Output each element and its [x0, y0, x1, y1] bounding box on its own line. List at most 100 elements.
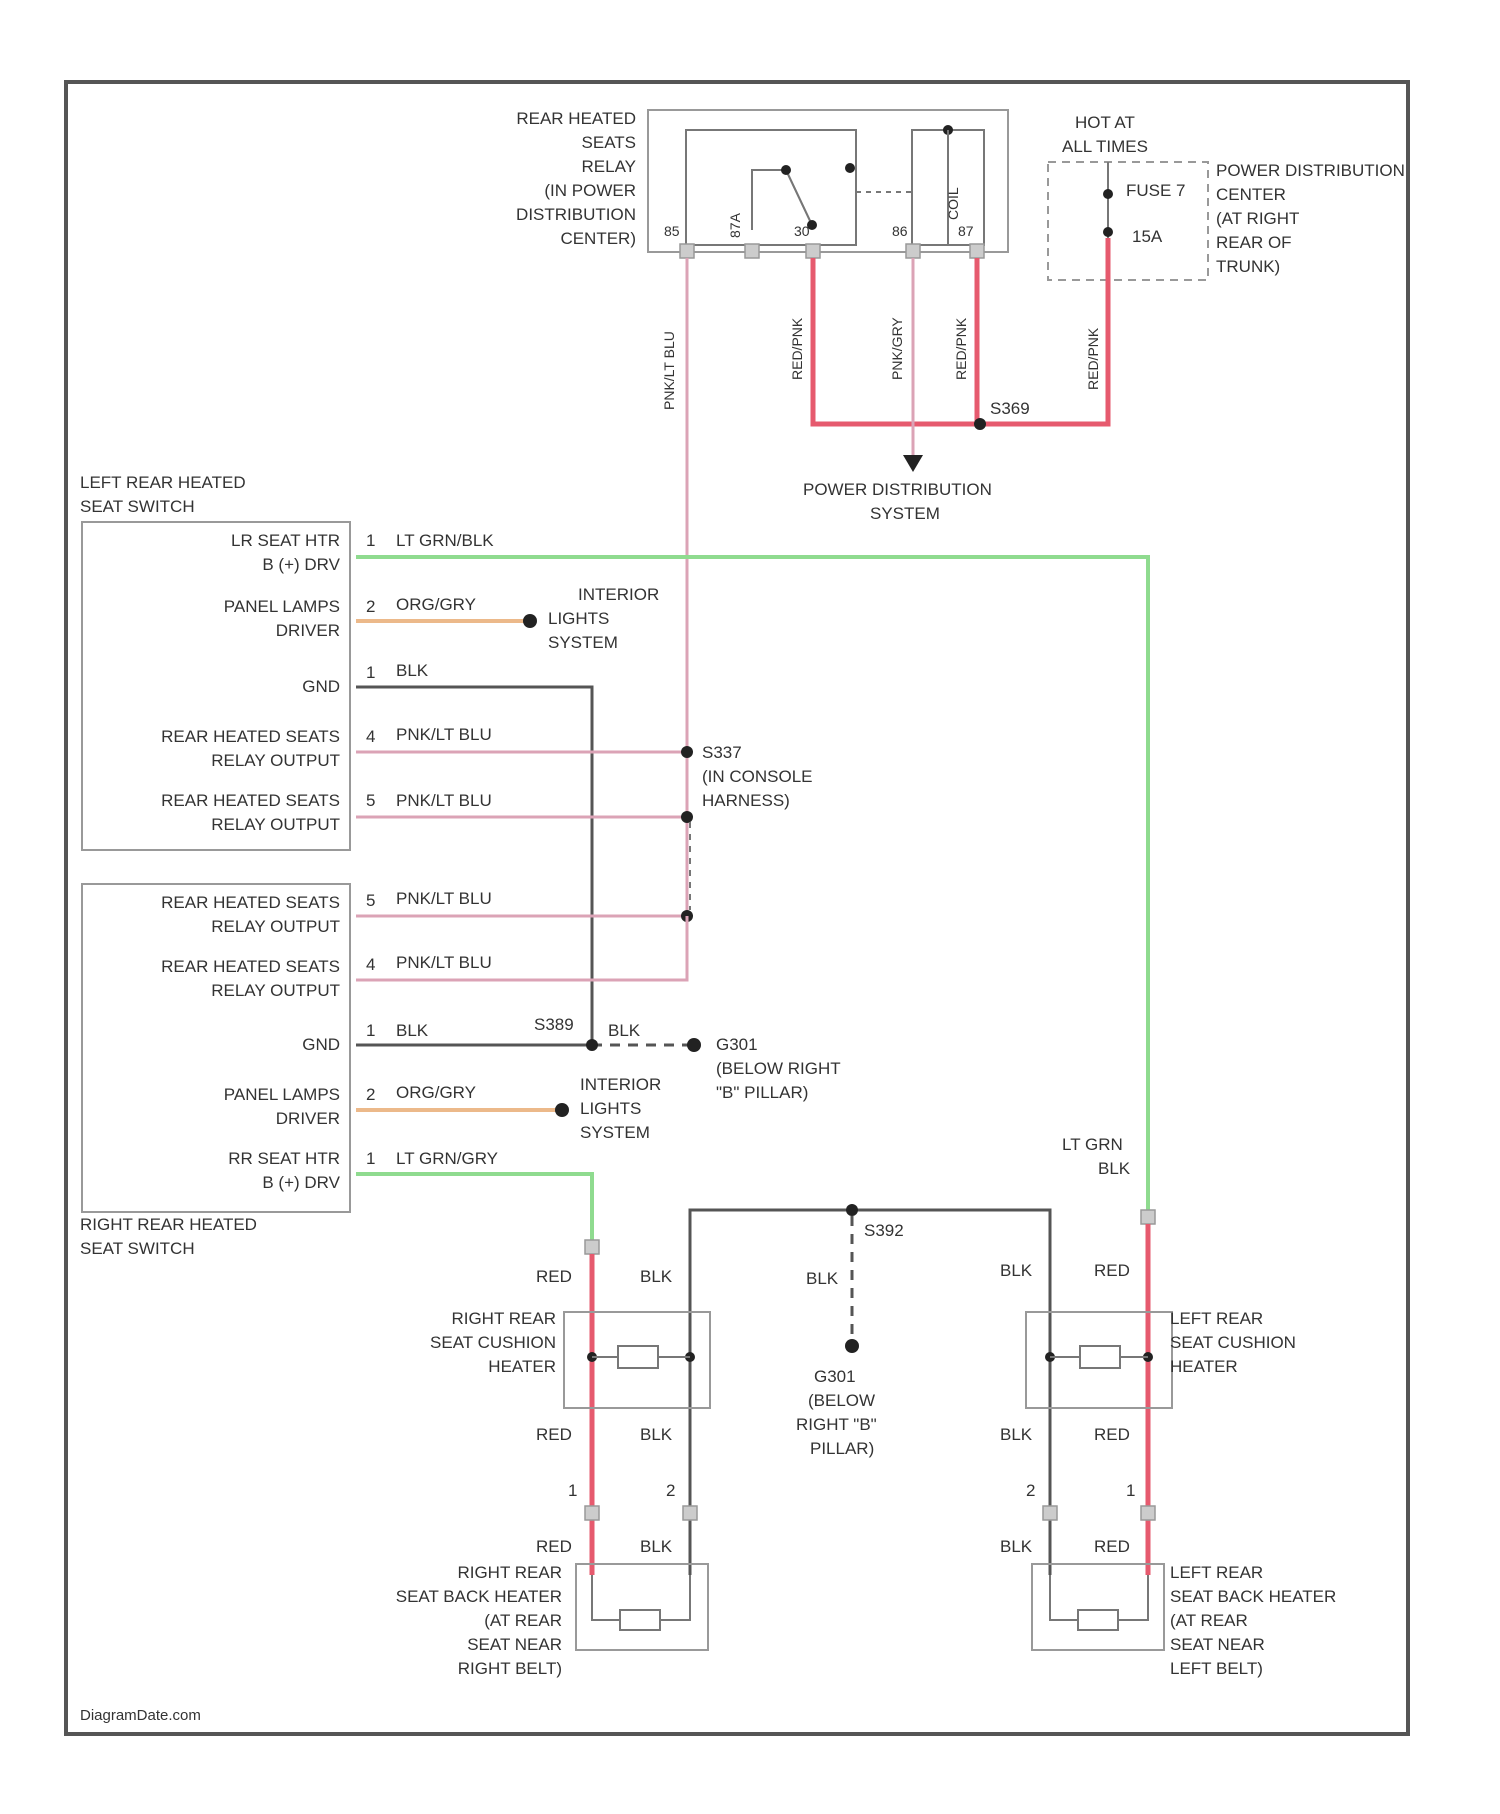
left-rear-heated-seat-switch: LEFT REAR HEATED SEAT SWITCH LR SEAT HTR… — [80, 473, 375, 850]
fuse-name: FUSE 7 — [1126, 181, 1186, 200]
hot-label-line: HOT AT — [1075, 113, 1135, 132]
right-switch-pin: 1 — [366, 1149, 375, 1168]
hot-label-line: ALL TIMES — [1062, 137, 1148, 156]
wire-label-red: RED — [536, 1267, 572, 1286]
ground-label-g301: (BELOW RIGHT — [716, 1059, 841, 1078]
wire-label-blk: BLK — [1000, 1425, 1033, 1444]
relay-pin-30: 30 — [794, 223, 810, 239]
left-switch-pin: 1 — [366, 531, 375, 550]
wire-label-blk: BLK — [640, 1537, 673, 1556]
wire-label-pnk-lt-blu: PNK/LT BLU — [661, 331, 677, 410]
ground-label-g301-b: G301 — [814, 1367, 856, 1386]
pdc-dashed-box — [1048, 162, 1208, 280]
heater-label-line: LEFT BELT) — [1170, 1659, 1263, 1678]
connector-pin — [1141, 1210, 1155, 1224]
heater-label-line: SEAT NEAR — [467, 1635, 562, 1654]
relay-pin-87: 87 — [958, 223, 974, 239]
relay-contact-arm — [786, 170, 812, 225]
relay-coil-label: COIL — [945, 187, 961, 220]
connector-pin — [1043, 1506, 1057, 1520]
relay-box — [648, 110, 1008, 252]
wire-label-org-gry: ORG/GRY — [396, 1083, 476, 1102]
interior-lights-label: SYSTEM — [580, 1123, 650, 1142]
right-switch-title-line: RIGHT REAR HEATED — [80, 1215, 257, 1234]
wire-right-htr-lt-grn-gry — [356, 1174, 592, 1240]
heater-label-line: LEFT REAR — [1170, 1309, 1263, 1328]
heater-label-line: RIGHT REAR — [451, 1309, 556, 1328]
wire-left-htr-lt-grn-blk — [356, 557, 1148, 1210]
arrow-down-icon — [903, 455, 923, 472]
relay-label-line: REAR HEATED — [516, 109, 636, 128]
wire-label-red-pnk-3: RED/PNK — [1085, 327, 1101, 390]
heater-label-line: SEAT CUSHION — [1170, 1333, 1296, 1352]
heater-label-line: HEATER — [488, 1357, 556, 1376]
right-switch-row-label: RELAY OUTPUT — [211, 981, 340, 1000]
pdc-label-line: POWER DISTRIBUTION — [1216, 161, 1405, 180]
right-switch-pin: 4 — [366, 955, 375, 974]
left-rear-seat-back-heater: LEFT REAR SEAT BACK HEATER (AT REAR SEAT… — [1032, 1563, 1336, 1678]
interior-lights-label: LIGHTS — [548, 609, 609, 628]
wire-label-blk: BLK — [1000, 1261, 1033, 1280]
relay-contact-point — [781, 165, 791, 175]
ground-label-g301: "B" PILLAR) — [716, 1083, 808, 1102]
heater-element — [1050, 1575, 1078, 1620]
right-rear-seat-back-heater: RIGHT REAR SEAT BACK HEATER (AT REAR SEA… — [396, 1563, 708, 1678]
splice-label-s337: HARNESS) — [702, 791, 790, 810]
connector-pin — [585, 1240, 599, 1254]
connector-pin-number: 2 — [666, 1481, 675, 1500]
wire-label-pnk-lt-blu: PNK/LT BLU — [396, 889, 492, 908]
relay-label-line: DISTRIBUTION — [516, 205, 636, 224]
relay-label-line: SEATS — [582, 133, 636, 152]
right-switch-row-label: B (+) DRV — [262, 1173, 340, 1192]
wire-label-lt-grn-gry: LT GRN/GRY — [396, 1149, 498, 1168]
splice-label-s389: S389 — [534, 1015, 574, 1034]
splice-label-s369: S369 — [990, 399, 1030, 418]
left-switch-pin: 1 — [366, 663, 375, 682]
wire-label-pnk-lt-blu: PNK/LT BLU — [396, 791, 492, 810]
pdc-label-line: REAR OF — [1216, 233, 1292, 252]
wire-label-pnk-gry: PNK/GRY — [889, 317, 905, 380]
wire-label-lt-grn-blk: BLK — [1098, 1159, 1131, 1178]
wire-label-blk: BLK — [806, 1269, 839, 1288]
right-switch-pin: 5 — [366, 891, 375, 910]
right-switch-row-label: RR SEAT HTR — [228, 1149, 340, 1168]
heater-label-line: SEAT BACK HEATER — [1170, 1587, 1336, 1606]
splice-s369 — [974, 418, 986, 430]
splice-label-s337: S337 — [702, 743, 742, 762]
heater-box — [576, 1564, 708, 1650]
interior-lights-label: LIGHTS — [580, 1099, 641, 1118]
relay-pin-87a: 87A — [727, 212, 743, 238]
left-switch-row-label: B (+) DRV — [262, 555, 340, 574]
heater-label-line: HEATER — [1170, 1357, 1238, 1376]
left-switch-row-label: PANEL LAMPS — [224, 597, 340, 616]
heater-label-line: SEAT NEAR — [1170, 1635, 1265, 1654]
wire-label-blk: BLK — [640, 1267, 673, 1286]
pdc-label-line: CENTER — [1216, 185, 1286, 204]
connector-pin-number: 1 — [1126, 1481, 1135, 1500]
right-switch-row-label: DRIVER — [276, 1109, 340, 1128]
left-switch-row-label: REAR HEATED SEATS — [161, 727, 340, 746]
wire-label-red: RED — [1094, 1537, 1130, 1556]
heater-label-line: RIGHT BELT) — [458, 1659, 562, 1678]
right-switch-row-label: REAR HEATED SEATS — [161, 957, 340, 976]
wire-label-red: RED — [536, 1425, 572, 1444]
splice-s389 — [586, 1039, 598, 1051]
heater-element — [1080, 1346, 1120, 1368]
left-switch-row-label: RELAY OUTPUT — [211, 751, 340, 770]
connector-pin — [585, 1506, 599, 1520]
relay-pin-86: 86 — [892, 223, 908, 239]
heater-element — [618, 1346, 658, 1368]
heater-element — [660, 1575, 690, 1620]
wire-label-lt-grn-blk: LT GRN — [1062, 1135, 1123, 1154]
fuse-terminal — [1103, 189, 1113, 199]
ground-label-g301-b: RIGHT "B" — [796, 1415, 877, 1434]
relay-label-line: RELAY — [582, 157, 637, 176]
relay-terminal — [806, 244, 820, 258]
wire-label-red-pnk: RED/PNK — [789, 317, 805, 380]
ground-label-g301: G301 — [716, 1035, 758, 1054]
right-switch-pin: 2 — [366, 1085, 375, 1104]
relay-label-line: CENTER) — [560, 229, 636, 248]
ground-label-g301-b: PILLAR) — [810, 1439, 874, 1458]
wire-label-blk: BLK — [396, 1021, 429, 1040]
heater-label-line: (AT REAR — [1170, 1611, 1248, 1630]
